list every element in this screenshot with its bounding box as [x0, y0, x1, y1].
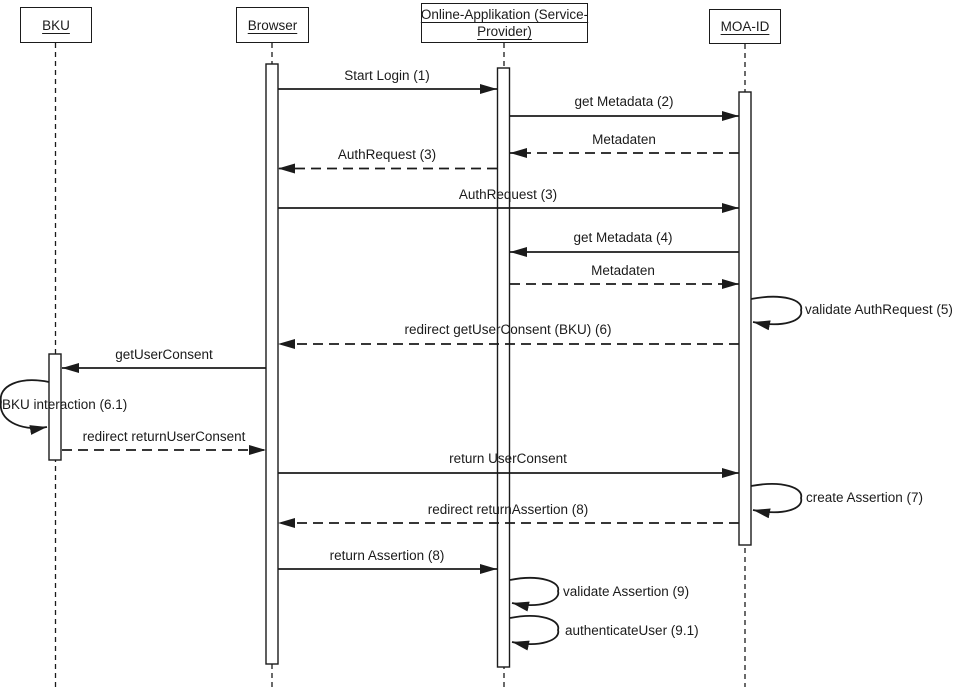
actor-bku: BKU [20, 7, 92, 43]
message-label-validate-authrequest: validate AuthRequest (5) [805, 302, 953, 317]
loop-validate-assertion [509, 577, 559, 612]
actor-bku-label: BKU [42, 17, 70, 33]
message-label-getuserconsent: getUserConsent [115, 347, 213, 362]
message-label-create-assertion: create Assertion (7) [806, 490, 924, 505]
message-label-metadaten-response: Metadaten [591, 263, 655, 278]
activation-browser [265, 63, 279, 665]
loop-authenticateuser [509, 615, 559, 651]
message-label-return-userconsent: return UserConsent [449, 451, 567, 466]
actor-moa-id-label: MOA-ID [720, 19, 770, 34]
message-label-return-assertion: return Assertion (8) [329, 548, 445, 563]
message-label-start-login: Start Login (1) [344, 68, 430, 83]
activation-online-applikation [496, 67, 511, 668]
message-label-validate-assertion: validate Assertion (9) [563, 584, 690, 599]
activation-moa-id [738, 91, 752, 546]
loop-create-assertion [750, 483, 803, 519]
message-label-authrequest-redirect: AuthRequest (3) [337, 147, 437, 162]
message-label-redirect-returnassertion: redirect returnAssertion (8) [427, 502, 589, 517]
loop-bku-interaction [0, 379, 50, 435]
actor-online-applikation-label-line2: Provider) [477, 24, 532, 39]
message-label-authenticateuser: authenticateUser (9.1) [565, 623, 699, 638]
message-label-get-metadata-2: get Metadata (2) [574, 94, 674, 109]
message-label-metadaten-return: Metadaten [592, 132, 656, 147]
actor-browser: Browser [236, 7, 309, 43]
loop-validate-authrequest [750, 295, 803, 331]
actor-online-applikation-label-line1: Online-Applikation (Service- [420, 7, 589, 22]
message-label-get-metadata-4: get Metadata (4) [573, 230, 673, 245]
message-label-authrequest-forward: AuthRequest (3) [458, 187, 558, 202]
message-label-redirect-getuserconsent: redirect getUserConsent (BKU) (6) [404, 322, 612, 337]
actor-moa-id: MOA-ID [709, 9, 781, 44]
message-label-bku-interaction: BKU interaction (6.1) [2, 397, 128, 412]
message-label-redirect-returnuserconsent: redirect returnUserConsent [82, 429, 246, 444]
activation-bku [48, 353, 62, 461]
actor-online-applikation: Online-Applikation (Service- Provider) [421, 3, 588, 43]
actor-browser-label: Browser [247, 17, 298, 33]
